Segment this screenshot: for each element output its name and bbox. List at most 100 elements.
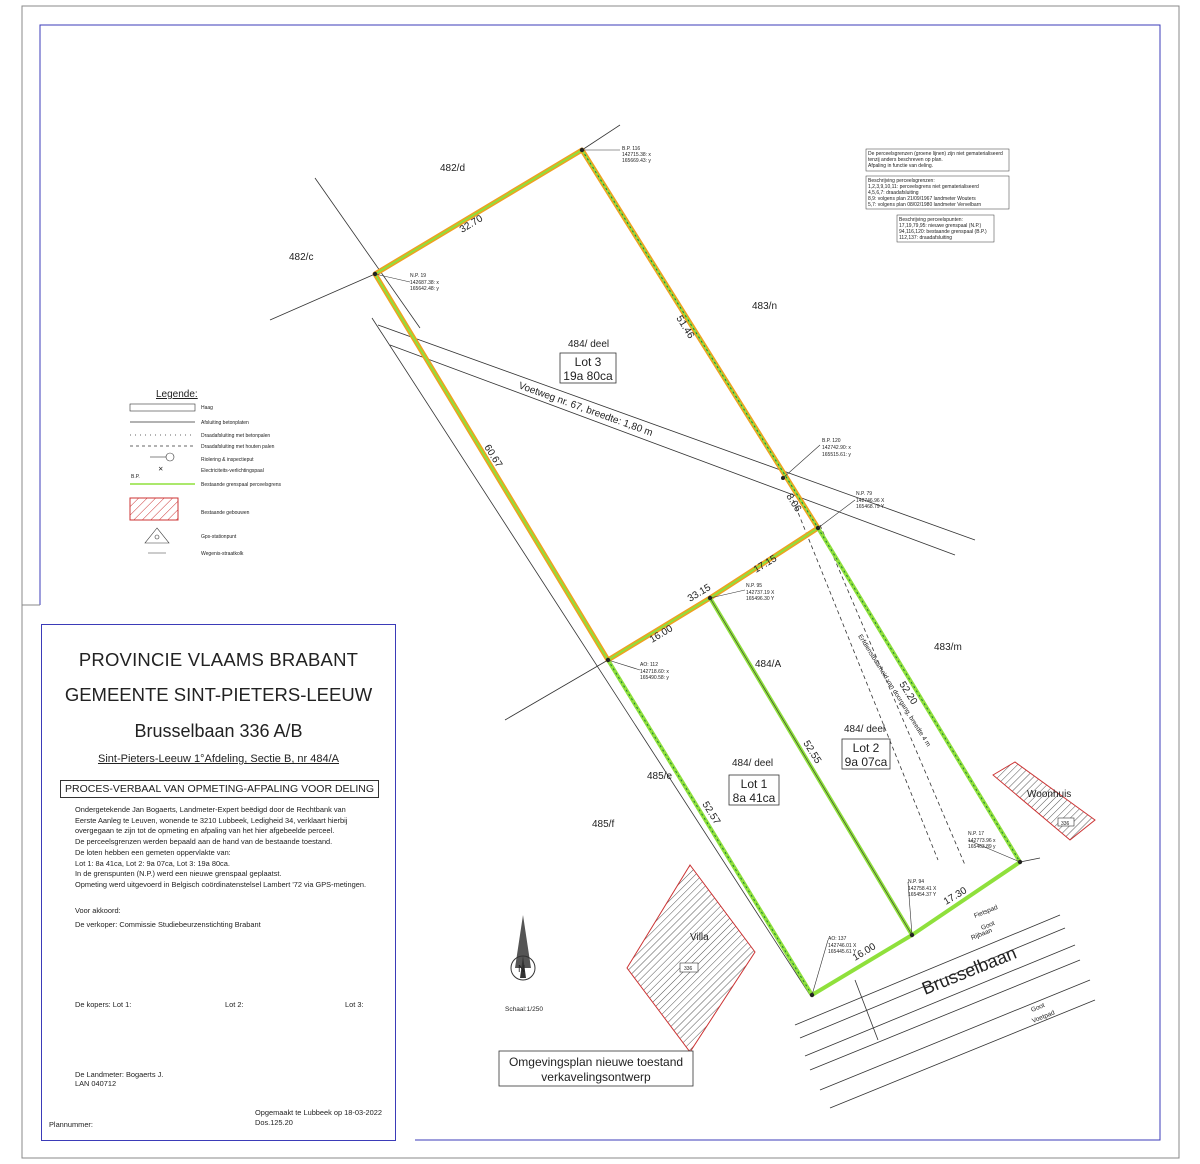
north-arrow-icon: N <box>510 915 536 981</box>
svg-text:B.P. 116: B.P. 116 <box>622 146 640 152</box>
svg-text:8,9: volgens plan 21/09/1967 l: 8,9: volgens plan 21/09/1967 landmeter W… <box>868 196 976 202</box>
svg-text:8a 41ca: 8a 41ca <box>733 791 776 805</box>
plan-type-box: Omgevingsplan nieuwe toestand verkavelin… <box>498 1050 694 1087</box>
point-texts: B.P. 116 142715.38: x 165669.43: y N.P. … <box>410 146 996 955</box>
verkoper: De verkoper: Commissie Studiebeurzenstic… <box>75 920 261 929</box>
pv-title: PROCES-VERBAAL VAN OPMETING-AFPALING VOO… <box>60 780 380 798</box>
point-annotations <box>374 149 1021 996</box>
lan-number: LAN 040712 <box>75 1079 117 1088</box>
svg-text:Legende:: Legende: <box>156 389 198 400</box>
svg-text:17,19,79,95: nieuwe grenspaal: 17,19,79,95: nieuwe grenspaal (N.P.) <box>899 223 982 229</box>
pv-body: Ondergetekende Jan Bogaerts, Landmeter-E… <box>75 805 367 889</box>
svg-text:142718.60: x: 142718.60: x <box>640 669 669 675</box>
outer-frame <box>21 5 1180 1159</box>
svg-text:Bestaande grenspaal perceelsgr: Bestaande grenspaal perceelsgrens <box>201 482 282 488</box>
svg-text:9a 07ca: 9a 07ca <box>845 755 888 769</box>
svg-text:142715.38: x: 142715.38: x <box>622 152 651 158</box>
svg-text:B.P.: B.P. <box>131 474 140 480</box>
svg-text:142773.96 x: 142773.96 x <box>968 838 996 844</box>
svg-text:Riolering & inspectieput: Riolering & inspectieput <box>201 457 254 463</box>
lot-1-box: Lot 1 8a 41ca <box>728 774 780 806</box>
lot-3-box: Lot 3 19a 80ca <box>559 352 617 384</box>
parcel-lines <box>269 124 1096 1109</box>
svg-text:4,5,6,7: draadafsluiting: 4,5,6,7: draadafsluiting <box>868 190 919 196</box>
svg-text:Afsluiting betonplaten: Afsluiting betonplaten <box>201 420 249 426</box>
svg-text:Lot 1: Lot 1 <box>741 777 768 791</box>
title-block: PROVINCIE VLAAMS BRABANT GEMEENTE SINT-P… <box>41 624 396 1141</box>
dimension-labels: 32.70 51.46 60.67 8.06 17.15 33.15 16.00… <box>458 213 969 964</box>
svg-text:165468.79 Y: 165468.79 Y <box>856 504 885 510</box>
landmeter: De Landmeter: Bogaerts J. <box>75 1070 164 1079</box>
svg-text:Bestaande gebouwen: Bestaande gebouwen <box>201 510 250 516</box>
parcel-485e: 485/e <box>647 771 672 782</box>
svg-text:Electriciteits-verlichtingspaa: Electriciteits-verlichtingspaal <box>201 468 264 474</box>
svg-text:AO: 112: AO: 112 <box>640 662 658 668</box>
svg-text:165642.48: y: 165642.48: y <box>410 286 439 292</box>
svg-text:142742.90: x: 142742.90: x <box>822 445 851 451</box>
svg-text:142737.19 X: 142737.19 X <box>746 590 775 596</box>
voetweg-label: Voetweg nr. 67, breedte: 1,80 m <box>517 380 654 438</box>
woonhuis-number: 336 <box>1061 821 1070 827</box>
building-villa <box>626 864 756 1053</box>
svg-text:verkavelingsontwerp: verkavelingsontwerp <box>541 1070 651 1084</box>
parcel-483n: 483/n <box>752 301 777 312</box>
boundary-points <box>372 147 1023 998</box>
svg-text:N.P. 94: N.P. 94 <box>908 879 924 885</box>
building-woonhuis <box>992 761 1096 841</box>
svg-text:Wegenis-straatkolk: Wegenis-straatkolk <box>201 551 244 557</box>
parcel-484-deel-2: 484/ deel <box>844 724 885 735</box>
svg-text:Omgevingsplan nieuwe toestand: Omgevingsplan nieuwe toestand <box>509 1055 683 1069</box>
svg-text:N.P. 79: N.P. 79 <box>856 491 872 497</box>
svg-text:N: N <box>518 964 525 975</box>
svg-text:142758.41 X: 142758.41 X <box>908 886 937 892</box>
svg-text:De perceelsgrenzen (groene lij: De perceelsgrenzen (groene lijnen) zijn … <box>868 151 1003 157</box>
opgemaakt: Opgemaakt te Lubbeek op 18-03-2022 <box>255 1108 382 1117</box>
voor-akkoord: Voor akkoord: <box>75 906 121 915</box>
parcel-484-deel-3: 484/ deel <box>568 339 609 350</box>
parcel-labels: 482/d 482/c 483/n 483/m 484/ deel 484/A … <box>289 163 962 830</box>
province-title: PROVINCIE VLAAMS BRABANT <box>78 649 359 670</box>
svg-text:Haag: Haag <box>201 405 213 411</box>
notes-block: De perceelsgrenzen (groene lijnen) zijn … <box>865 148 1010 243</box>
svg-text:142746.01 X: 142746.01 X <box>828 943 857 949</box>
address-title: Brusselbaan 336 A/B <box>134 721 303 741</box>
svg-text:112,137: draadafsluiting: 112,137: draadafsluiting <box>899 235 952 241</box>
svg-text:19a 80ca: 19a 80ca <box>563 369 613 383</box>
woonhuis-label: Woonhuis <box>1027 789 1071 800</box>
legend: Legende: ✕ B.P. Haag Afsluiting betonpla… <box>129 389 282 557</box>
lot-boundaries <box>372 147 1022 997</box>
svg-text:165490.58: y: 165490.58: y <box>640 675 669 681</box>
parcel-484A: 484/A <box>755 659 781 670</box>
svg-text:N.P. 17: N.P. 17 <box>968 831 984 837</box>
svg-text:Draadafsluiting met betonpalen: Draadafsluiting met betonpalen <box>201 433 270 439</box>
plannummer: Plannummer: <box>49 1120 93 1129</box>
svg-text:Gps-stationpunt: Gps-stationpunt <box>201 534 237 540</box>
svg-text:94,116,120: bestaande grenspaa: 94,116,120: bestaande grenspaal (B.P.) <box>899 229 987 235</box>
svg-text:Afpaling in functie van deling: Afpaling in functie van deling. <box>868 163 933 169</box>
kopers-lot1: De kopers: Lot 1: <box>75 1000 132 1009</box>
parcel-482c: 482/c <box>289 252 313 263</box>
svg-text:Goot: Goot <box>1030 1002 1046 1014</box>
parcel-483m: 483/m <box>934 642 962 653</box>
kopers-lot2: Lot 2: <box>225 1000 244 1009</box>
villa-label: Villa <box>690 932 709 943</box>
svg-text:5,7: volgens plan 08/02/1980 l: 5,7: volgens plan 08/02/1980 landmeter V… <box>868 202 981 208</box>
svg-text:1,2,3,9,10,11: perceelsgrens n: 1,2,3,9,10,11: perceelsgrens niet gemate… <box>868 184 979 190</box>
street-labels: Brusselbaan Fietspad Goot Rijbaan Goot V… <box>919 904 1056 1025</box>
scale-label: Schaal:1/250 <box>505 1006 543 1013</box>
municipality-title: GEMEENTE SINT-PIETERS-LEEUW <box>64 684 373 705</box>
svg-text:N.P. 95: N.P. 95 <box>746 583 762 589</box>
svg-text:Beschrijving perceelspunten:: Beschrijving perceelspunten: <box>899 217 963 223</box>
svg-text:165463.89 y: 165463.89 y <box>968 844 996 850</box>
svg-text:AO: 137: AO: 137 <box>828 936 847 942</box>
svg-text:Goot: Goot <box>980 920 996 932</box>
cadastral-section: Sint-Pieters-Leeuw 1°Afdeling, Sectie B,… <box>97 753 340 765</box>
dossier-number: Dos.125.20 <box>255 1118 293 1127</box>
lot-2-box: Lot 2 9a 07ca <box>841 738 891 770</box>
svg-text:Beschrijving perceelsgrenzen:: Beschrijving perceelsgrenzen: <box>868 178 935 184</box>
parcel-485f: 485/f <box>592 819 614 830</box>
parcel-484-deel-1: 484/ deel <box>732 758 773 769</box>
svg-text:Lot 2: Lot 2 <box>853 741 880 755</box>
svg-text:Brusselbaan: Brusselbaan <box>919 943 1019 999</box>
